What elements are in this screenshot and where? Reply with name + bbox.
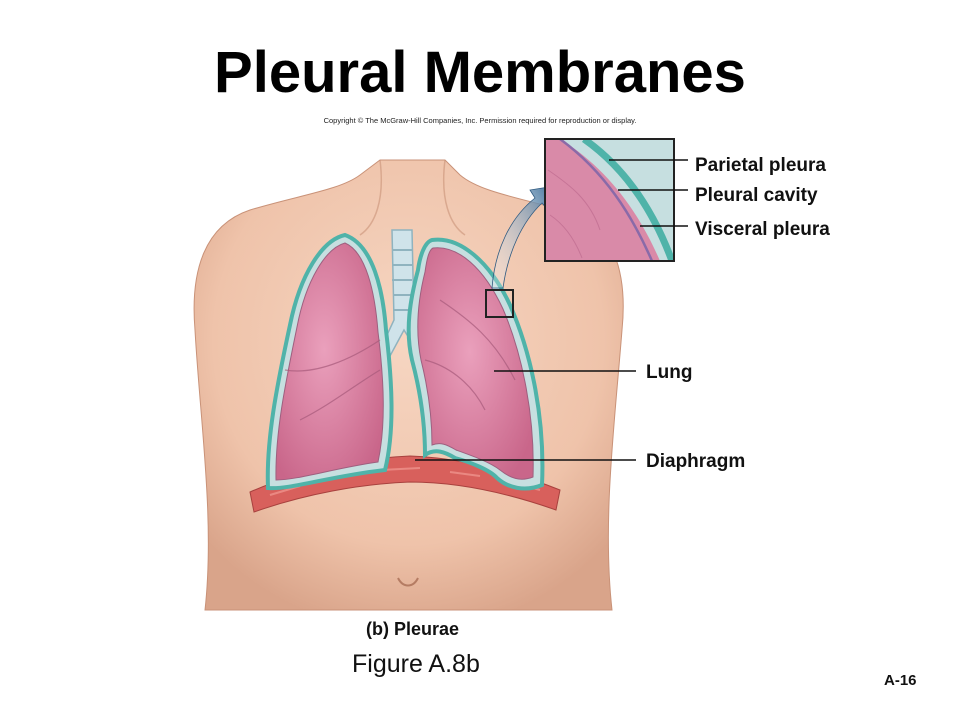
magnifier-box [485, 289, 514, 318]
label-parietal-pleura: Parietal pleura [695, 155, 826, 176]
figure-caption: Figure A.8b [352, 650, 480, 678]
page-title: Pleural Membranes [214, 40, 746, 105]
label-diaphragm: Diaphragm [646, 451, 746, 472]
leader-lines [415, 159, 688, 461]
inset-detail [544, 138, 675, 262]
right-lung [265, 232, 394, 491]
label-pleural-cavity: Pleural cavity [695, 185, 818, 206]
copyright-notice: Copyright © The McGraw-Hill Companies, I… [323, 116, 637, 125]
panel-caption: (b) Pleurae [366, 619, 460, 639]
label-visceral-pleura: Visceral pleura [695, 219, 830, 240]
label-lung: Lung [646, 362, 693, 383]
page-number: A-16 [884, 672, 917, 689]
